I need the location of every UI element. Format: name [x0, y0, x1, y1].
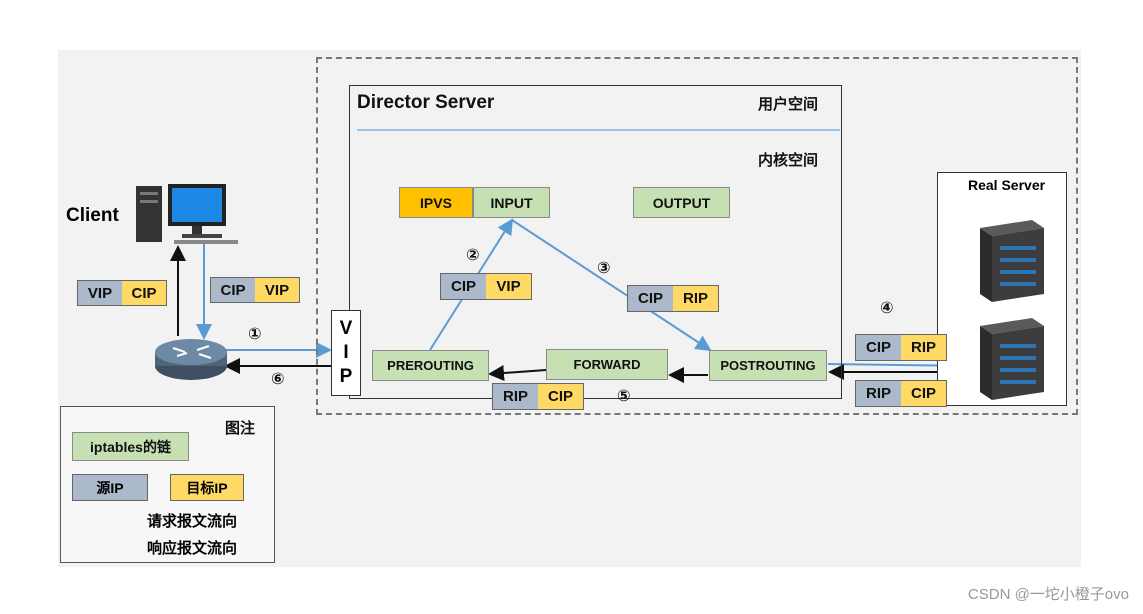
director-dashed-boundary — [316, 57, 1078, 415]
vip-interface: V I P — [331, 310, 361, 396]
packet-src: RIP — [493, 384, 538, 409]
csdn-watermark: CSDN @一坨小橙子ovo — [967, 586, 1129, 603]
vip-letter-v: V — [339, 318, 353, 339]
packet-step3: CIP RIP — [627, 285, 719, 312]
step-6-label: ⑥ — [271, 371, 285, 388]
step-1-label: ① — [248, 326, 262, 343]
packet-step5: RIP CIP — [492, 383, 584, 410]
packet-src: VIP — [78, 281, 122, 305]
packet-step2: CIP VIP — [440, 273, 532, 300]
legend-dst-swatch: 目标IP — [170, 474, 244, 501]
user-space-label: 用户空间 — [758, 96, 819, 113]
packet-dst: VIP — [486, 274, 531, 299]
step-3-label: ③ — [597, 260, 611, 277]
packet-cip-vip-client: CIP VIP — [210, 277, 300, 303]
input-to-postrouting-arrow — [511, 219, 712, 352]
step-4-label: ④ — [880, 300, 894, 317]
packet-src: RIP — [856, 381, 901, 406]
chain-forward: FORWARD — [546, 349, 668, 380]
real-server-title: Real Server — [968, 177, 1046, 193]
chain-input: INPUT — [473, 187, 550, 218]
director-title: Director Server — [357, 92, 495, 113]
packet-src: CIP — [628, 286, 673, 311]
packet-src: CIP — [856, 335, 901, 360]
packet-dst: VIP — [255, 278, 299, 302]
client-computer-icon — [136, 184, 238, 244]
packet-vip-cip-client: VIP CIP — [77, 280, 167, 306]
vip-letter-p: P — [339, 366, 353, 387]
client-label: Client — [66, 205, 119, 226]
legend-src-swatch: 源IP — [72, 474, 148, 501]
chain-postrouting: POSTROUTING — [709, 350, 827, 381]
user-kernel-divider — [357, 129, 840, 131]
packet-dst: CIP — [901, 381, 946, 406]
packet-src: CIP — [441, 274, 486, 299]
legend-chain-swatch: iptables的链 — [72, 432, 189, 461]
director-server-box — [349, 85, 842, 399]
packet-dst: CIP — [538, 384, 583, 409]
packet-dst: RIP — [673, 286, 718, 311]
legend-response-label: 响应报文流向 — [147, 540, 238, 557]
packet-dst: CIP — [122, 281, 166, 305]
packet-dst: RIP — [901, 335, 946, 360]
step-5-label: ⑤ — [617, 388, 631, 405]
router-icon — [155, 339, 227, 380]
packet-src: CIP — [211, 278, 255, 302]
chain-prerouting: PREROUTING — [372, 350, 489, 381]
forward-to-prerouting-arrow — [488, 365, 547, 381]
legend-request-label: 请求报文流向 — [147, 513, 238, 530]
real-server-icon — [980, 220, 1044, 400]
legend-title: 图注 — [225, 420, 256, 437]
packet-rs-reply: RIP CIP — [855, 380, 947, 407]
kernel-space-label: 内核空间 — [758, 152, 819, 169]
packet-step4: CIP RIP — [855, 334, 947, 361]
ipvs-module: IPVS — [399, 187, 473, 218]
step-2-label: ② — [466, 247, 480, 264]
vip-letter-i: I — [343, 342, 349, 363]
chain-output: OUTPUT — [633, 187, 730, 218]
